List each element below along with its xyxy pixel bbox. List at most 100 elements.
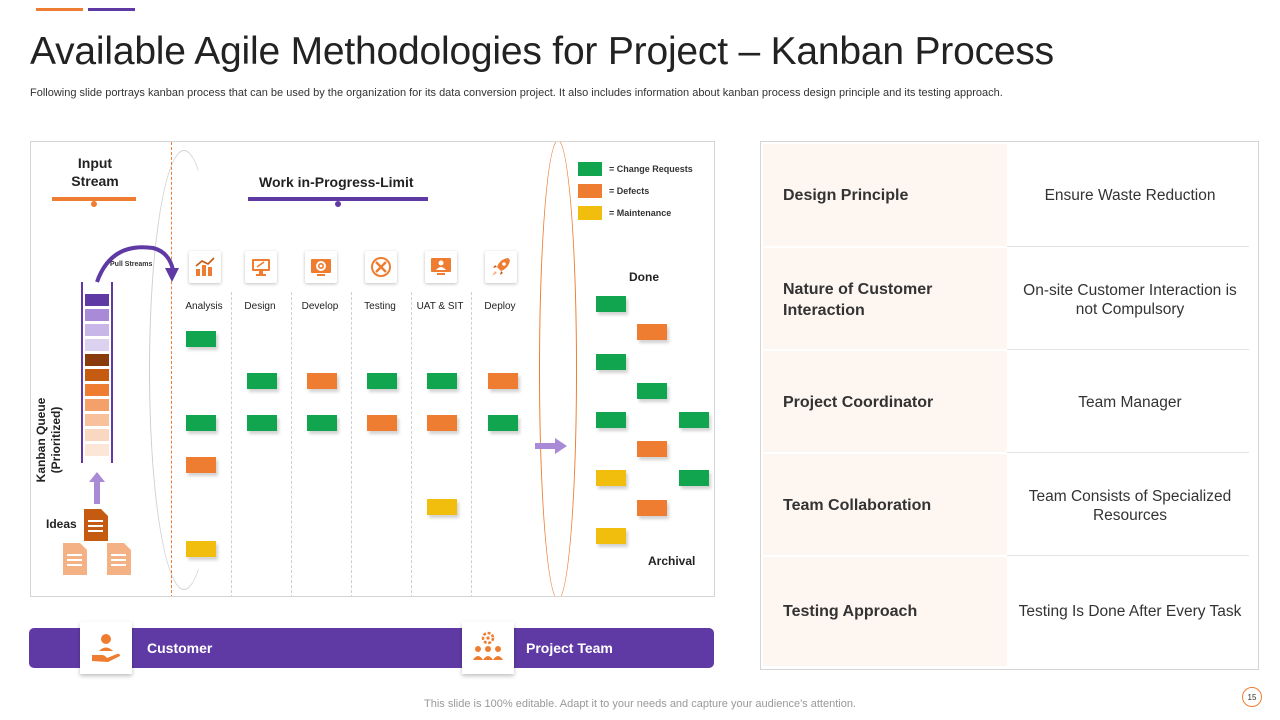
row-divider — [1007, 349, 1249, 350]
gear-screen-icon — [305, 251, 337, 283]
queue-item — [85, 339, 109, 351]
team-gear-icon — [462, 622, 514, 674]
change-request-card — [367, 373, 397, 389]
input-stream-label: Input Stream — [71, 155, 119, 189]
up-arrow-icon — [89, 472, 105, 504]
table-row: Testing Approach Testing Is Done After E… — [763, 557, 1251, 666]
row-divider — [1007, 555, 1249, 556]
change-request-card — [596, 354, 626, 370]
wip-limit-bar — [248, 197, 428, 201]
queue-item — [85, 384, 109, 396]
table-row: Nature of Customer Interaction On-site C… — [763, 248, 1251, 351]
change-request-card — [488, 415, 518, 431]
input-divider-line — [171, 142, 172, 596]
queue-item — [85, 369, 109, 381]
input-stream-bar-dot — [91, 201, 97, 207]
row-value: Testing Is Done After Every Task — [1018, 603, 1242, 620]
queue-item — [85, 414, 109, 426]
queue-item — [85, 399, 109, 411]
wip-limit-bar-dot — [335, 201, 341, 207]
defect-card — [427, 415, 457, 431]
page-subtitle: Following slide portrays kanban process … — [30, 87, 1003, 99]
stage-label-testing: Testing — [364, 301, 396, 312]
table-row: Team Collaboration Team Consists of Spec… — [763, 454, 1251, 557]
defect-card — [488, 373, 518, 389]
kanban-queue-stack — [81, 282, 113, 463]
page-number: 15 — [1242, 687, 1262, 707]
row-divider — [1007, 246, 1249, 247]
maintenance-card — [596, 528, 626, 544]
row-divider — [763, 555, 1007, 557]
footer-note: This slide is 100% editable. Adapt it to… — [424, 698, 856, 710]
queue-item — [85, 429, 109, 441]
input-stream-bar — [52, 197, 136, 201]
stage-label-deploy: Deploy — [484, 301, 516, 312]
column-divider — [231, 292, 232, 596]
change-request-card — [186, 415, 216, 431]
legend-label-defects: = Defects — [609, 186, 650, 196]
maintenance-card — [427, 499, 457, 515]
project-team-label: Project Team — [526, 640, 613, 656]
rocket-icon — [485, 251, 517, 283]
stage-label-develop: Develop — [301, 301, 339, 312]
queue-item — [85, 294, 109, 306]
presenter-screen-icon — [425, 251, 457, 283]
wip-limit-label: Work in-Progress-Limit — [259, 174, 414, 190]
column-divider — [291, 292, 292, 596]
change-request-card — [247, 373, 277, 389]
top-accent-purple — [88, 8, 135, 11]
stage-label-analysis: Analysis — [185, 301, 223, 312]
row-label: Testing Approach — [763, 557, 1007, 666]
ideas-label: Ideas — [46, 517, 77, 531]
legend-swatch-defects — [578, 184, 602, 198]
row-label: Nature of Customer Interaction — [763, 248, 1007, 351]
row-value: Team Consists of Specialized Resources — [1028, 487, 1232, 524]
row-divider — [763, 349, 1007, 351]
change-request-card — [679, 470, 709, 486]
row-label: Project Coordinator — [763, 351, 1007, 454]
right-arrow-icon — [535, 438, 567, 454]
change-request-card — [679, 412, 709, 428]
kanban-queue-label: Kanban Queue (Prioritized) — [34, 397, 63, 483]
monitor-design-icon — [245, 251, 277, 283]
legend-swatch-maintenance — [578, 206, 602, 220]
maintenance-card — [596, 470, 626, 486]
analysis-chart-icon — [189, 251, 221, 283]
change-request-card — [186, 331, 216, 347]
legend-label-change-requests: = Change Requests — [609, 164, 693, 174]
document-icon — [84, 509, 108, 541]
change-request-card — [427, 373, 457, 389]
document-icon — [63, 543, 87, 575]
row-label: Team Collaboration — [763, 454, 1007, 557]
kanban-board: Input Stream Work in-Progress-Limit Kanb… — [30, 141, 715, 597]
change-request-card — [247, 415, 277, 431]
change-request-card — [307, 415, 337, 431]
change-request-card — [596, 412, 626, 428]
pull-streams-arrow-icon — [95, 245, 179, 283]
defect-card — [637, 324, 667, 340]
defect-card — [637, 441, 667, 457]
column-divider — [351, 292, 352, 596]
wrench-cross-icon — [365, 251, 397, 283]
queue-item — [85, 324, 109, 336]
pull-streams-label: Pull Streams — [110, 261, 153, 268]
queue-item — [85, 309, 109, 321]
column-divider — [471, 292, 472, 596]
legend-label-maintenance: = Maintenance — [609, 208, 672, 218]
table-row: Project Coordinator Team Manager — [763, 351, 1251, 454]
archival-label: Archival — [648, 554, 696, 568]
row-divider — [763, 246, 1007, 248]
defect-card — [186, 457, 216, 473]
table-row: Design Principle Ensure Waste Reduction — [763, 144, 1251, 247]
row-label: Design Principle — [763, 144, 1007, 247]
stage-label-uat-sit: UAT & SIT — [416, 301, 464, 312]
row-divider — [763, 452, 1007, 454]
legend-swatch-change-requests — [578, 162, 602, 176]
page-title: Available Agile Methodologies for Projec… — [30, 30, 1054, 73]
done-label: Done — [629, 270, 659, 284]
change-request-card — [637, 383, 667, 399]
done-boundary-ellipse — [539, 142, 577, 596]
kanban-attributes-table: Design Principle Ensure Waste Reduction … — [760, 141, 1259, 670]
defect-card — [367, 415, 397, 431]
maintenance-card — [186, 541, 216, 557]
